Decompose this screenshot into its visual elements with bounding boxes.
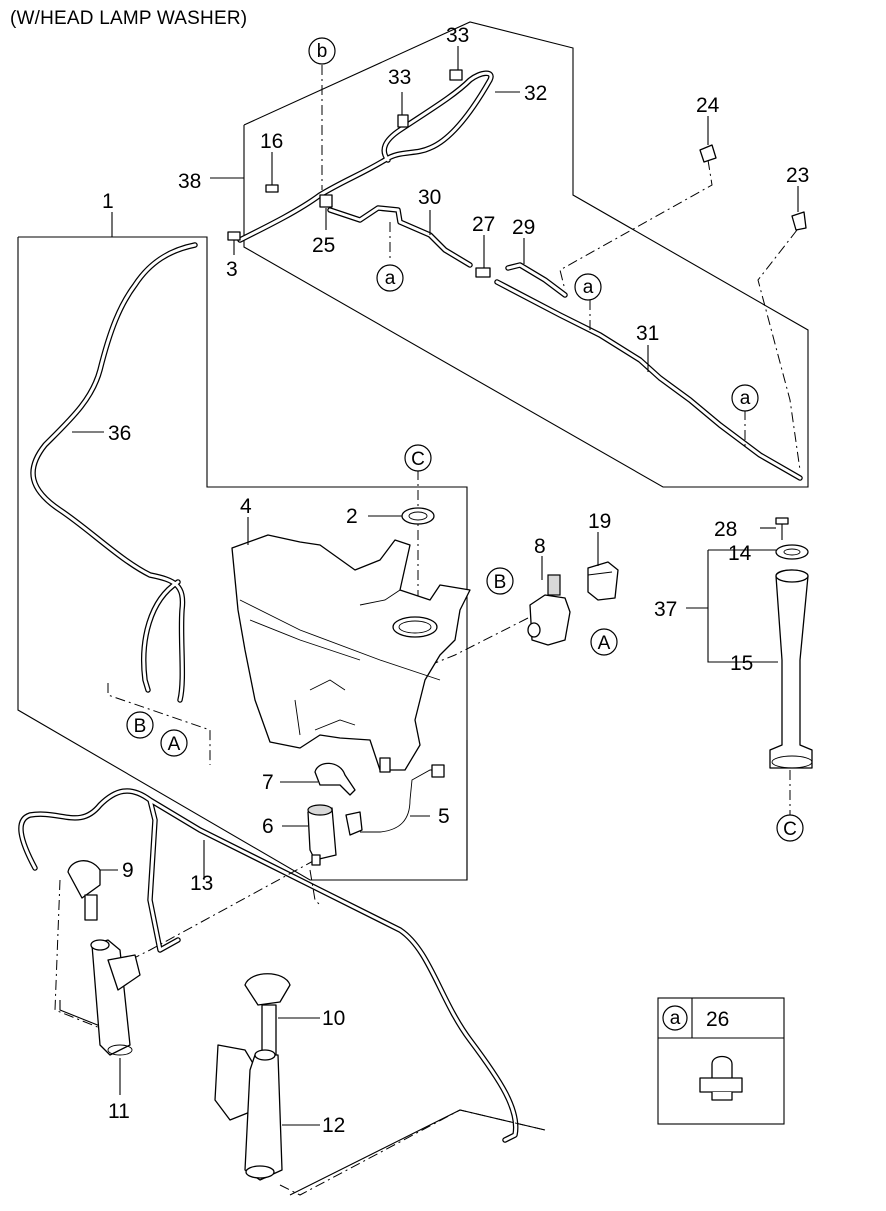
ref-A-1: A [598, 633, 611, 654]
label-2: 2 [346, 505, 358, 528]
ref-C-2: C [783, 819, 797, 840]
level-sensor-5 [345, 764, 445, 836]
label-1: 1 [102, 190, 114, 213]
label-13: 13 [190, 872, 213, 895]
ref-B-1: B [494, 572, 507, 593]
frame-hose-section [243, 21, 809, 488]
label-38: 38 [178, 170, 201, 193]
hose-36 [30, 242, 198, 703]
connector-19 [587, 561, 619, 601]
legend-ref: a [670, 1008, 681, 1029]
label-37: 37 [654, 598, 677, 621]
label-25: 25 [312, 234, 335, 257]
circle-reference-markers: a a a b B A B A C C [126, 37, 804, 842]
label-24: 24 [696, 94, 720, 117]
connector-3 [227, 231, 241, 241]
label-30: 30 [418, 186, 441, 209]
label-16: 16 [260, 130, 283, 153]
ref-a-2: a [583, 277, 594, 298]
washer-reservoir [231, 534, 471, 773]
hose-31 [494, 279, 803, 481]
ref-B-2: B [134, 716, 147, 737]
grommet-2 [401, 507, 435, 525]
label-3: 3 [226, 258, 238, 281]
ref-a-1: a [385, 268, 396, 289]
label-36: 36 [108, 422, 131, 445]
diagram-title: (W/HEAD LAMP WASHER) [10, 8, 248, 29]
legend-box: a 26 [657, 997, 785, 1125]
clamp-7 [314, 762, 356, 796]
label-32: 32 [524, 82, 547, 105]
cap-14 [775, 544, 809, 560]
label-19: 19 [588, 510, 611, 533]
joint-27 [475, 267, 491, 278]
joint-25 [319, 194, 333, 208]
label-31: 31 [636, 322, 659, 345]
label-11: 11 [108, 1100, 130, 1123]
ref-b: b [317, 41, 328, 62]
clip-24 [699, 144, 717, 163]
label-27: 27 [472, 213, 495, 236]
label-9: 9 [122, 859, 134, 882]
nozzle-9 [67, 860, 101, 921]
ref-a-3: a [740, 388, 751, 409]
part-number-labels: 1 2 3 4 5 6 7 8 9 10 11 12 13 14 15 16 1… [102, 24, 809, 1137]
label-7: 7 [262, 771, 274, 794]
label-33a: 33 [388, 66, 411, 89]
actuator-11 [90, 939, 141, 1056]
label-14: 14 [728, 542, 752, 565]
frame-lower-section [310, 740, 468, 881]
label-28: 28 [714, 518, 737, 541]
ref-A-2: A [168, 734, 181, 755]
connector-16 [265, 184, 279, 193]
frame-main-section [17, 236, 468, 881]
frame-bottom-section [59, 1000, 111, 1031]
clip-33b [449, 69, 463, 81]
label-10: 10 [322, 1007, 345, 1030]
legend-part: 26 [706, 1008, 729, 1031]
label-4: 4 [240, 495, 252, 518]
nozzle-10 [244, 973, 291, 1056]
label-29: 29 [512, 216, 535, 239]
label-33b: 33 [446, 24, 469, 47]
label-5: 5 [438, 805, 450, 828]
label-12: 12 [322, 1114, 345, 1137]
washer-motor-8 [527, 574, 571, 646]
label-15: 15 [730, 652, 753, 675]
filler-neck-15 [769, 569, 813, 769]
actuator-12 [214, 1044, 283, 1181]
clip-33a [397, 114, 409, 128]
label-23: 23 [786, 164, 809, 187]
label-8: 8 [534, 535, 546, 558]
clip-23 [791, 211, 807, 231]
bolt-28 [775, 517, 789, 540]
ref-C-1: C [411, 449, 425, 470]
pump-6 [307, 804, 337, 866]
clip-26 [699, 1055, 743, 1101]
label-6: 6 [262, 815, 274, 838]
